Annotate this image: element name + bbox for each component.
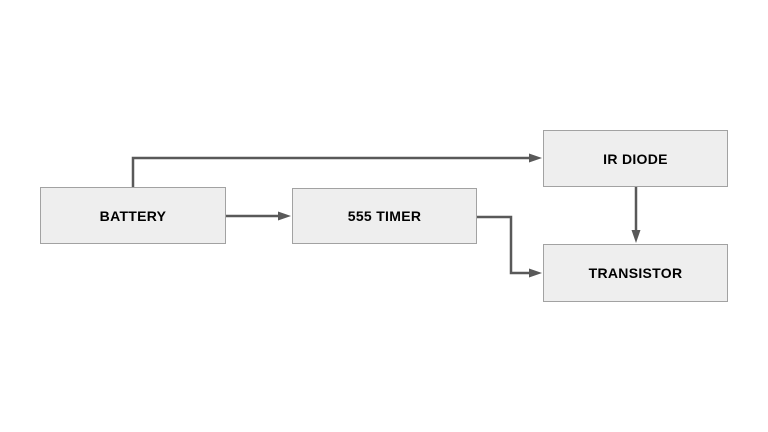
node-battery: BATTERY <box>40 187 226 244</box>
node-label-battery: BATTERY <box>99 207 167 224</box>
node-ir-diode: IR DIODE <box>543 130 728 187</box>
connector-battery-to-ir-diode <box>131 153 542 187</box>
connector-ir-diode-to-transistor <box>631 187 641 243</box>
connector-line <box>131 156 530 187</box>
connector-line <box>477 215 530 275</box>
arrowhead-icon <box>631 230 641 243</box>
arrowhead-icon <box>529 268 542 278</box>
arrowhead-icon <box>278 211 291 221</box>
node-555-timer: 555 TIMER <box>292 188 477 244</box>
node-transistor: TRANSISTOR <box>543 244 728 302</box>
node-label-555-timer: 555 TIMER <box>347 208 422 224</box>
node-label-transistor: TRANSISTOR <box>588 265 683 281</box>
connector-555-timer-to-transistor <box>477 215 542 278</box>
node-label-ir-diode: IR DIODE <box>603 150 668 167</box>
arrowhead-icon <box>529 153 542 163</box>
connector-battery-to-555-timer <box>226 211 291 221</box>
